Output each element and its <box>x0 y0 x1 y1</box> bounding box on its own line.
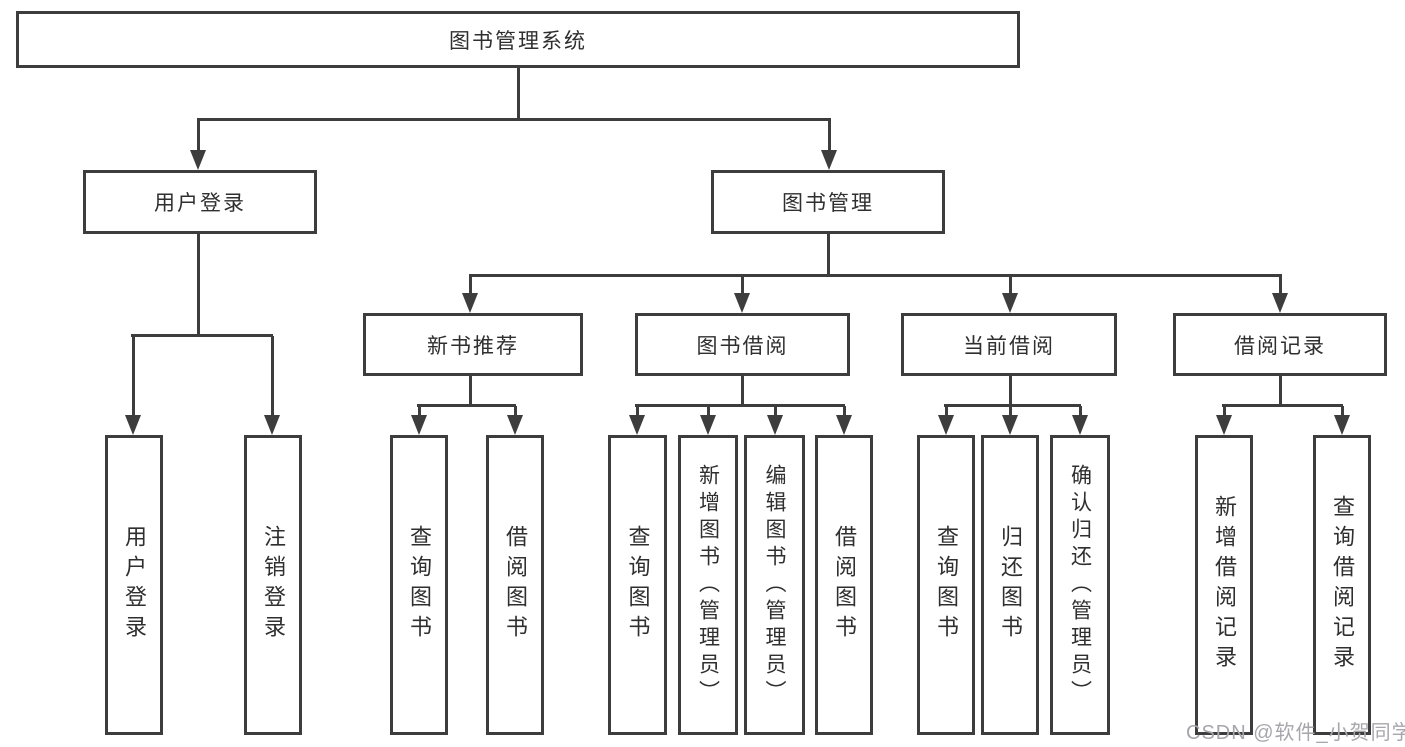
connector-arrow <box>938 415 954 435</box>
connector-line <box>197 234 200 336</box>
node-book-management-label: 图书管理 <box>782 192 874 215</box>
leaf-edit-book-admin: 编辑图书（管理员） <box>744 435 805 735</box>
leaf-query-books-current: 查询图书 <box>917 435 975 735</box>
connector-arrow <box>1216 415 1232 435</box>
node-book-borrowing-label: 图书借阅 <box>696 334 789 358</box>
connector-line <box>827 234 830 276</box>
leaf-add-borrow-record-label: 新增借阅记录 <box>1212 495 1237 675</box>
leaf-confirm-return-admin-label: 确认归还（管理员） <box>1068 463 1092 707</box>
connector-arrow <box>1272 293 1288 313</box>
connector-line <box>514 406 517 418</box>
connector-line <box>945 406 948 418</box>
connector-arrow <box>1002 415 1018 435</box>
leaf-query-borrow-record: 查询借阅记录 <box>1313 435 1371 735</box>
connector-line <box>828 119 831 152</box>
watermark-text: CSDN @软件_小贺同学 <box>1186 722 1405 744</box>
connector-line <box>418 406 421 418</box>
connector-arrow <box>507 415 523 435</box>
connector-line <box>469 274 1282 277</box>
node-borrowing-records: 借阅记录 <box>1173 313 1387 376</box>
connector-arrow <box>411 415 427 435</box>
connector-line <box>197 118 831 121</box>
node-borrowing-records-label: 借阅记录 <box>1234 334 1326 358</box>
node-current-borrowing: 当前借阅 <box>901 313 1117 376</box>
connector-line <box>517 68 520 119</box>
connector-arrow <box>767 415 783 435</box>
connector-arrow <box>1072 415 1088 435</box>
connector-line <box>1223 406 1226 418</box>
leaf-confirm-return-admin: 确认归还（管理员） <box>1050 435 1110 735</box>
connector-line <box>1279 276 1282 295</box>
connector-arrow <box>462 293 478 313</box>
connector-arrow <box>264 415 280 435</box>
leaf-query-books-current-label: 查询图书 <box>934 525 959 645</box>
leaf-query-borrow-record-label: 查询借阅记录 <box>1330 495 1355 675</box>
leaf-add-book-admin: 新增图书（管理员） <box>678 435 738 735</box>
connector-line <box>1341 406 1344 418</box>
leaf-add-borrow-record: 新增借阅记录 <box>1195 435 1253 735</box>
leaf-query-books-recommend: 查询图书 <box>390 435 448 735</box>
connector-line <box>271 336 274 417</box>
connector-line <box>132 336 135 417</box>
connector-arrow <box>734 293 750 313</box>
connector-line <box>1079 406 1082 418</box>
leaf-borrow-books-borrowing-label: 借阅图书 <box>832 525 857 645</box>
connector-line <box>1279 376 1282 406</box>
leaf-borrow-books-borrowing: 借阅图书 <box>815 435 873 735</box>
connector-line <box>741 276 744 295</box>
connector-line <box>636 406 639 418</box>
leaf-query-books-borrowing-label: 查询图书 <box>625 525 651 645</box>
leaf-logout-label: 注销登录 <box>261 525 286 645</box>
leaf-logout: 注销登录 <box>244 435 302 735</box>
leaf-query-books-borrowing: 查询图书 <box>608 435 667 735</box>
connector-line <box>197 119 200 152</box>
leaf-user-login-label: 用户登录 <box>122 525 147 645</box>
leaf-return-books-label: 归还图书 <box>998 525 1023 645</box>
connector-arrow <box>821 150 837 170</box>
connector-line <box>707 406 710 418</box>
node-root-label: 图书管理系统 <box>449 29 587 53</box>
leaf-borrow-books-recommend: 借阅图书 <box>486 435 544 735</box>
node-user-login-label: 用户登录 <box>154 192 246 215</box>
connector-arrow <box>1002 293 1018 313</box>
connector-line <box>944 404 1081 407</box>
connector-line <box>469 276 472 295</box>
connector-line <box>1222 404 1343 407</box>
connector-line <box>469 376 472 406</box>
connector-arrow <box>190 150 206 170</box>
connector-line <box>131 334 273 337</box>
connector-line <box>635 404 845 407</box>
connector-line <box>843 406 846 418</box>
connector-line <box>1009 376 1012 406</box>
connector-line <box>774 406 777 418</box>
connector-line <box>1009 276 1012 295</box>
node-new-book-recommendation: 新书推荐 <box>363 313 583 376</box>
node-user-login: 用户登录 <box>83 170 317 234</box>
leaf-user-login: 用户登录 <box>105 435 163 735</box>
connector-arrow <box>125 415 141 435</box>
connector-line <box>417 404 516 407</box>
leaf-query-books-recommend-label: 查询图书 <box>407 525 432 645</box>
node-root: 图书管理系统 <box>16 11 1020 68</box>
leaf-add-book-admin-label: 新增图书（管理员） <box>696 463 720 707</box>
connector-line <box>741 376 744 406</box>
connector-line <box>1009 406 1012 418</box>
node-new-book-recommendation-label: 新书推荐 <box>427 334 519 358</box>
node-book-borrowing: 图书借阅 <box>635 313 850 376</box>
node-current-borrowing-label: 当前借阅 <box>963 334 1055 358</box>
leaf-edit-book-admin-label: 编辑图书（管理员） <box>763 463 786 707</box>
connector-arrow <box>836 415 852 435</box>
leaf-borrow-books-recommend-label: 借阅图书 <box>503 525 528 645</box>
connector-arrow <box>700 415 716 435</box>
leaf-return-books: 归还图书 <box>981 435 1039 735</box>
node-book-management: 图书管理 <box>711 170 945 234</box>
connector-arrow <box>629 415 645 435</box>
connector-arrow <box>1334 415 1350 435</box>
